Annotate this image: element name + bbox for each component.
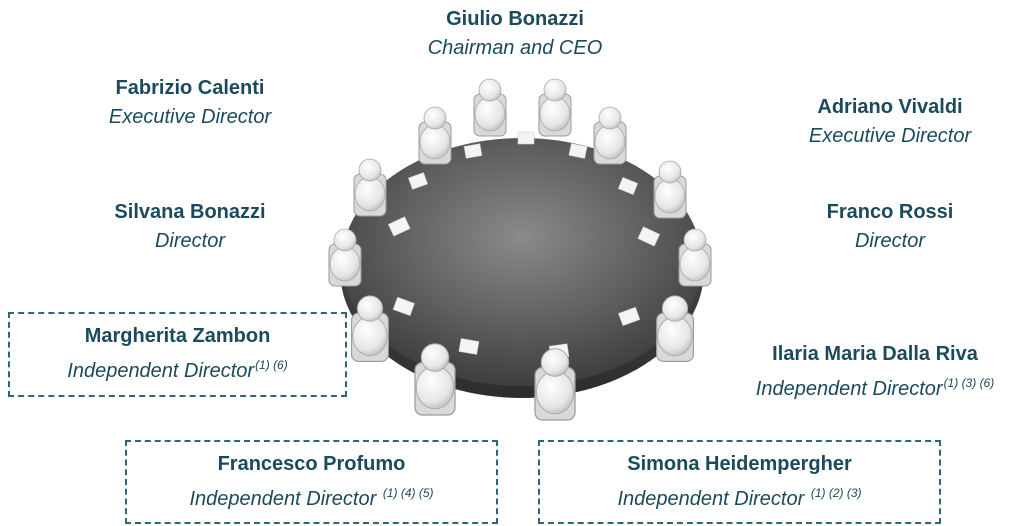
member-name: Giulio Bonazzi (446, 8, 584, 30)
member-role: Director (854, 230, 925, 252)
footnote-refs: (1) (4) (5) (382, 486, 434, 500)
member-role: Independent Director (1) (2) (3) (617, 486, 862, 510)
member-role: Director (154, 230, 225, 252)
footnote-refs: (1) (3) (6) (943, 376, 995, 390)
member-giulio-bonazzi: Giulio Bonazzi Chairman and CEO (380, 5, 650, 63)
member-role: Chairman and CEO (427, 37, 603, 59)
member-name: Simona Heidempergher (627, 453, 852, 475)
member-adriano-vivaldi: Adriano Vivaldi Executive Director (755, 93, 1025, 151)
member-role: Executive Director (108, 106, 272, 128)
member-fabrizio-calenti: Fabrizio Calenti Executive Director (55, 74, 325, 132)
member-role: Independent Director(1) (3) (6) (755, 376, 995, 400)
member-francesco-profumo: Francesco Profumo Independent Director (… (125, 440, 498, 524)
member-margherita-zambon: Margherita Zambon Independent Director(1… (8, 312, 347, 397)
member-ilaria-maria-dalla-riva: Ilaria Maria Dalla Riva Independent Dire… (725, 340, 1025, 404)
member-role: Independent Director (1) (4) (5) (189, 486, 434, 510)
member-simona-heidempergher: Simona Heidempergher Independent Directo… (538, 440, 941, 524)
footnote-refs: (1) (6) (255, 358, 288, 372)
member-name: Fabrizio Calenti (115, 77, 265, 99)
member-name: Franco Rossi (826, 201, 954, 223)
member-name: Adriano Vivaldi (817, 96, 963, 118)
member-name: Ilaria Maria Dalla Riva (772, 343, 978, 365)
member-name: Margherita Zambon (84, 325, 271, 347)
footnote-refs: (1) (2) (3) (810, 486, 862, 500)
member-name: Francesco Profumo (217, 453, 406, 475)
member-role: Independent Director(1) (6) (67, 358, 288, 382)
member-franco-rossi: Franco Rossi Director (755, 198, 1025, 256)
round-table-meeting-icon (328, 78, 712, 421)
member-silvana-bonazzi: Silvana Bonazzi Director (55, 198, 325, 256)
member-role: Executive Director (808, 125, 972, 147)
member-name: Silvana Bonazzi (114, 201, 266, 223)
